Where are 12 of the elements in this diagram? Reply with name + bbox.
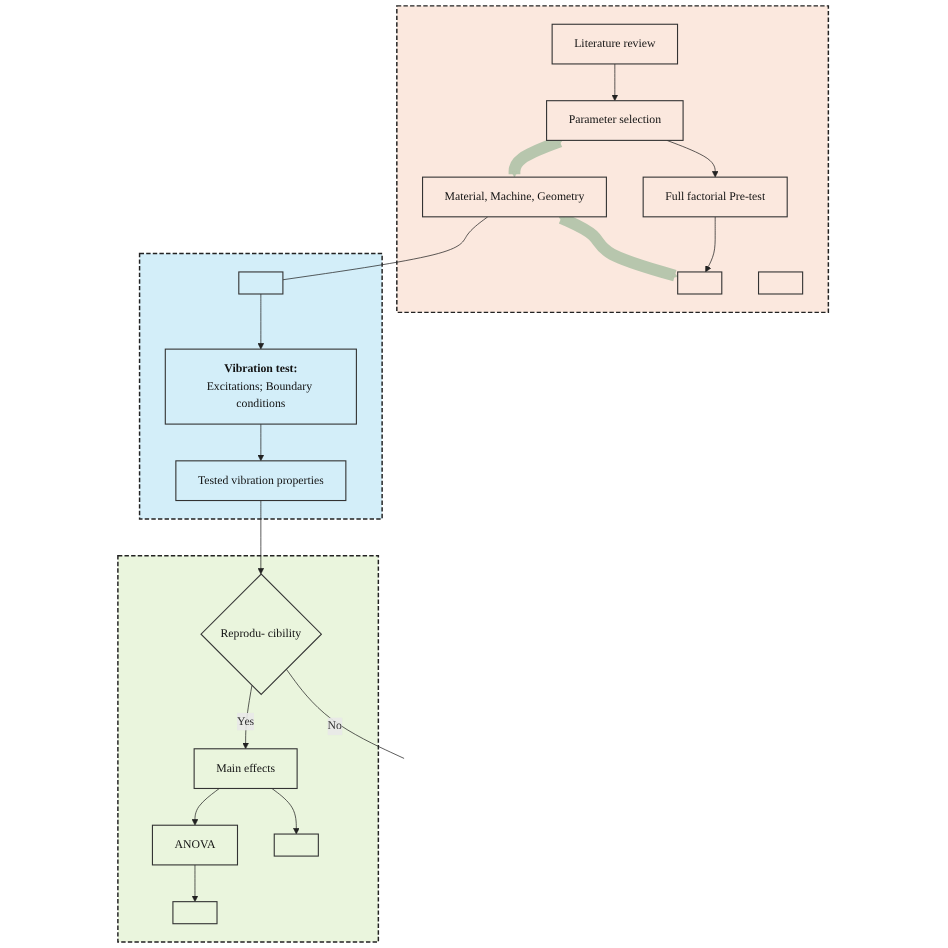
node-box	[678, 271, 724, 295]
cluster	[139, 252, 384, 520]
node-box	[758, 271, 805, 295]
connector	[286, 668, 406, 759]
arrow	[559, 212, 679, 282]
node-box	[239, 271, 285, 295]
arrow	[509, 135, 564, 178]
cluster	[118, 554, 380, 943]
node-box	[274, 833, 320, 857]
connector	[283, 216, 489, 281]
cluster	[396, 5, 830, 314]
node-box	[173, 901, 219, 925]
